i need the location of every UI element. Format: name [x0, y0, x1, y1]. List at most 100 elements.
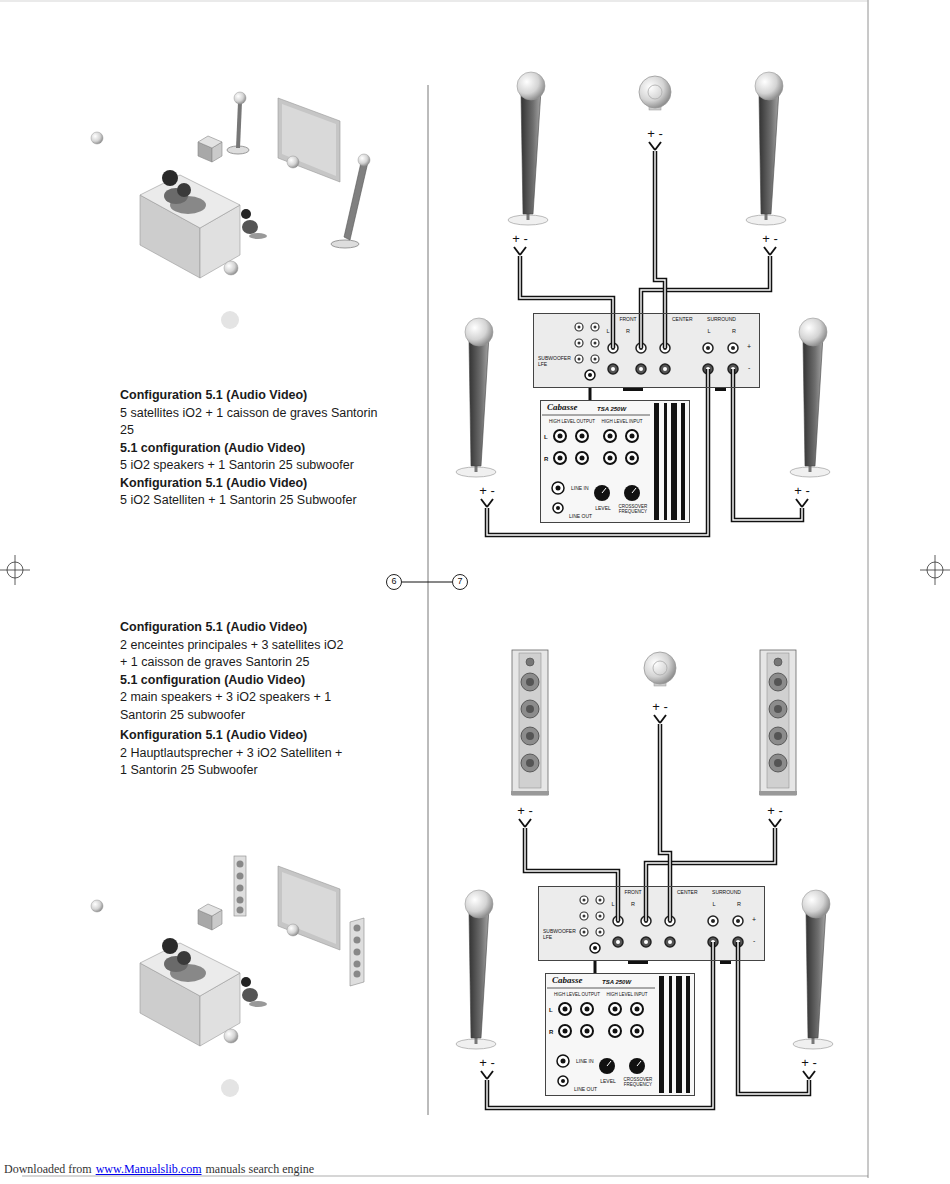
speaker-cable — [487, 942, 713, 1108]
panel-face — [533, 313, 760, 388]
page-number-circle: 6 — [386, 574, 402, 590]
satellite-speaker — [456, 890, 496, 1049]
child — [242, 220, 258, 234]
woofer — [521, 754, 539, 772]
footer-text: Downloaded from — [4, 1162, 92, 1177]
knob-tick — [602, 488, 606, 493]
speaker-cable — [646, 828, 775, 921]
driver — [354, 937, 361, 944]
panel-label: - — [748, 364, 750, 372]
panel-label: TSA 250W — [602, 979, 631, 986]
speaker-cable-core — [738, 942, 809, 1094]
speaker-terminal — [665, 937, 675, 947]
speaker-cable — [487, 369, 708, 535]
woofer — [769, 754, 787, 772]
panel-label: + — [747, 343, 751, 351]
driver — [354, 925, 361, 932]
satellite-speaker — [508, 72, 548, 225]
rca-pin — [578, 326, 581, 329]
speaker-sphere — [91, 132, 103, 144]
sofa — [140, 175, 240, 228]
binding-pin — [585, 1007, 590, 1012]
speaker-sphere — [221, 311, 239, 329]
speaker-sphere — [517, 72, 545, 100]
projection-screen — [278, 866, 340, 950]
rca-pin — [583, 915, 586, 918]
woofer-cap — [526, 732, 534, 740]
terminal-pin — [616, 940, 620, 944]
rca-pin — [561, 1079, 565, 1083]
woofer — [521, 673, 539, 691]
footer-link: www.Manualslib.com — [96, 1162, 202, 1177]
caption-heading: Configuration 5.1 (Audio Video) — [120, 619, 348, 637]
rca-pin — [594, 358, 597, 361]
tower-cabinet — [512, 650, 548, 795]
page-border — [0, 1, 868, 2]
panel-label: HIGH LEVEL OUTPUT — [549, 420, 595, 425]
wire-fork — [654, 715, 660, 723]
polarity-label: + - — [505, 232, 535, 246]
panel-label: HIGH LEVEL OUTPUT — [554, 993, 600, 998]
line-jack — [558, 1076, 568, 1086]
speaker-cable — [641, 256, 770, 348]
amplifier-foot — [628, 961, 648, 964]
panel-label: SURROUND — [712, 890, 741, 896]
wire-fork — [809, 1071, 815, 1079]
child — [249, 233, 267, 239]
panel-label: L — [707, 328, 710, 334]
panel-label: Cabasse — [552, 976, 583, 986]
rca-pin — [594, 342, 597, 345]
speaker-cable — [660, 724, 670, 921]
speaker-driver — [648, 85, 662, 99]
wire-fork — [649, 142, 655, 150]
driver — [237, 885, 244, 892]
child-head — [241, 977, 251, 987]
child — [242, 988, 258, 1002]
terminal-pin — [706, 346, 710, 350]
rca-pin — [599, 931, 602, 934]
panel-label: LINE OUT — [574, 1087, 597, 1093]
woofer — [521, 700, 539, 718]
speaker-blade — [806, 908, 826, 1038]
room-illustration — [91, 92, 370, 329]
speaker-terminal — [641, 937, 651, 947]
driver — [354, 961, 361, 968]
page-border — [868, 0, 869, 1178]
caption-text: 2 main speakers + 3 iO2 speakers + 1 San… — [120, 689, 348, 724]
binding-pin — [580, 434, 585, 439]
speaker-driver — [653, 661, 667, 675]
rca-pin — [556, 486, 561, 491]
panel-face — [538, 886, 765, 961]
speaker-blade — [803, 336, 823, 466]
knob-tick — [632, 488, 636, 493]
panel-stripe — [664, 403, 667, 520]
caption-text: 2 Hauptlautsprecher + 3 iO2 Satelliten +… — [120, 745, 348, 780]
satellite-speaker — [456, 318, 496, 477]
rca-pin — [556, 506, 560, 510]
binding-post — [554, 430, 566, 442]
speaker-cable-core — [660, 724, 670, 921]
rca-jack — [591, 323, 599, 331]
speaker-blade — [469, 336, 489, 466]
amplifier-panel — [533, 313, 760, 391]
caption-heading: 5.1 configuration (Audio Video) — [120, 440, 382, 458]
line-jack — [557, 1055, 569, 1067]
binding-pin — [563, 1029, 568, 1034]
speaker-terminal — [728, 343, 738, 353]
wire-fork — [769, 819, 775, 827]
woofer-cap — [774, 759, 782, 767]
rca-pin — [588, 373, 592, 377]
woofer — [521, 727, 539, 745]
person-head — [162, 170, 178, 186]
rca-jack — [596, 896, 604, 904]
rca-pin — [578, 358, 581, 361]
screen-face — [282, 104, 336, 176]
panel-label: SURROUND — [707, 317, 736, 323]
panel-label: CROSSOVER FREQUENCY — [616, 505, 650, 515]
caption-block: Configuration 5.1 (Audio Video)2 enceint… — [120, 619, 348, 780]
binding-pin — [563, 1007, 568, 1012]
binding-post — [609, 1025, 621, 1037]
subwoofer-cube — [198, 136, 222, 148]
speaker-cable-core — [733, 369, 802, 520]
lfe-jack — [590, 943, 600, 953]
